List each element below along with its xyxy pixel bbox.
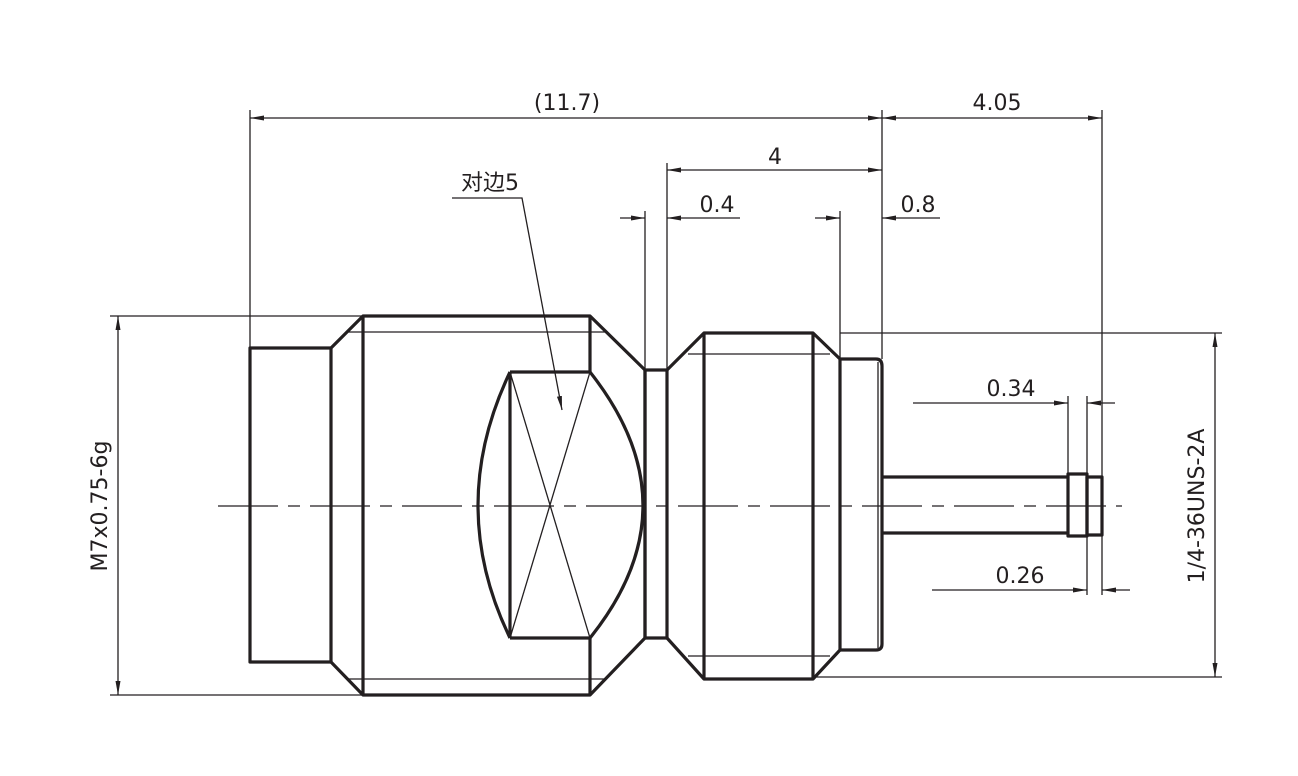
part-outline (248, 314, 1104, 697)
flange (840, 357, 884, 652)
dim-neck-width: 0.4 (700, 193, 735, 218)
extension-lines (110, 110, 1222, 696)
pin-tip-groove (1066, 472, 1089, 538)
dim-tip-end: 0.26 (996, 564, 1045, 589)
hex-leader-line (452, 197, 563, 411)
dim-right-thread: 1/4-36UNS-2A (1185, 429, 1210, 584)
dim-flange-width: 0.8 (901, 193, 936, 218)
dim-overall-length: (11.7) (534, 91, 600, 116)
hex-face (476, 316, 645, 695)
dimension-lines (115, 115, 1218, 695)
neck (643, 368, 669, 640)
left-thread-section (248, 346, 333, 664)
right-thread-body (665, 331, 842, 681)
dim-body-length: 4 (768, 145, 782, 170)
dim-tip-groove: 0.34 (987, 377, 1036, 402)
dim-left-thread: M7x0.75-6g (88, 441, 113, 572)
dim-hex-across-flats: 对边5 (461, 171, 519, 196)
dim-pin-length: 4.05 (973, 91, 1022, 116)
center-pin (882, 475, 1068, 535)
